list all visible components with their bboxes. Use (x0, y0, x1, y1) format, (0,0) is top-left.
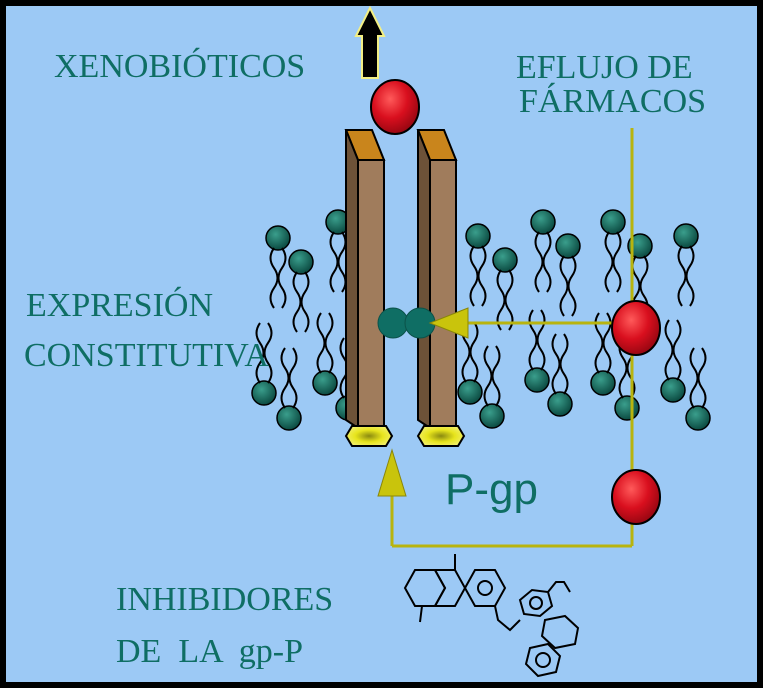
label-expresion-line1: EXPRESIÓN (26, 286, 213, 324)
drug-molecule-top (370, 79, 420, 135)
binding-site-left (377, 307, 409, 339)
label-xenobioticos: XENOBIÓTICOS (54, 47, 305, 85)
label-inhibidores-line2: DE LA gp-P (116, 633, 303, 670)
label-inhibidores-line1: INHIBIDORES (116, 581, 333, 618)
label-eflujo-line2: FÁRMACOS (519, 83, 706, 120)
arrow-to-binding-site (428, 307, 469, 339)
inhibitor-structure (403, 554, 580, 678)
efflux-up-arrow (354, 5, 386, 79)
pgp-channel-left (344, 129, 386, 430)
pgp-channel-right (416, 129, 458, 430)
arrow-to-nbd (377, 448, 407, 497)
drug-molecule-bottom (611, 469, 661, 525)
nbd-left (344, 425, 394, 447)
label-expresion-line2: CONSTITUTIVA (24, 337, 269, 374)
label-pgp: P-gp (445, 465, 538, 514)
label-eflujo-line1: EFLUJO DE (516, 49, 693, 86)
drug-molecule-membrane (611, 300, 661, 356)
nbd-right (416, 425, 466, 447)
